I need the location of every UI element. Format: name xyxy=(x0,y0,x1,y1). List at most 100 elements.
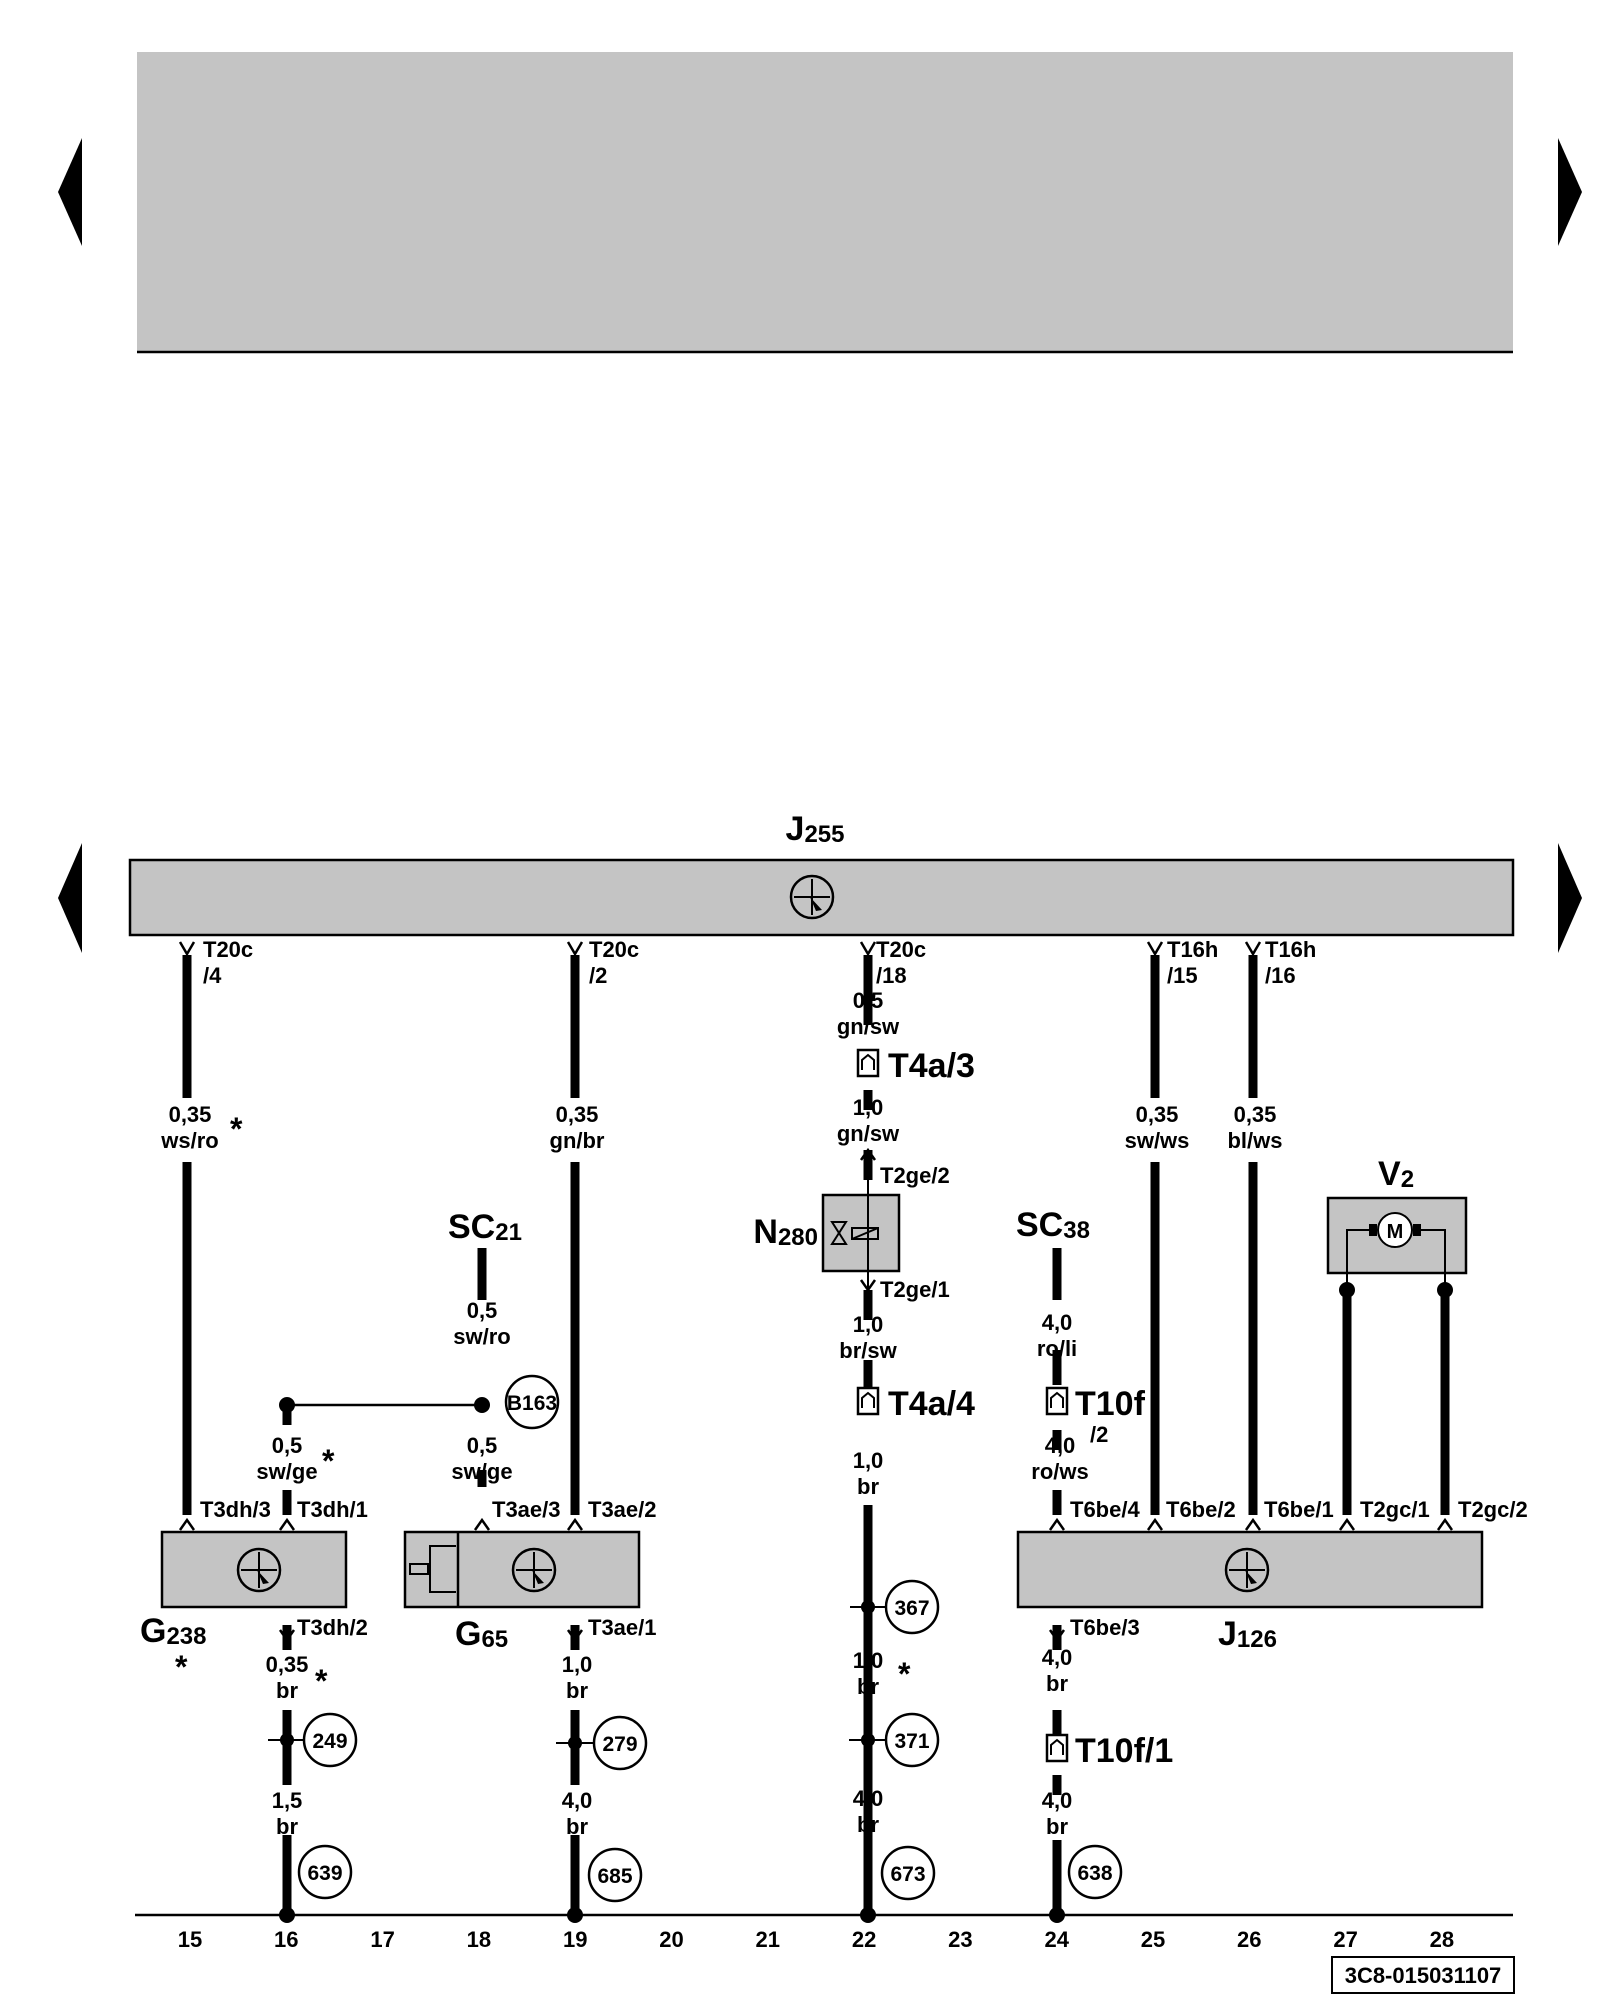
component-n280: T2ge/2 N280 T2ge/1 xyxy=(753,1163,949,1302)
svg-text:0,5: 0,5 xyxy=(272,1433,303,1458)
grid-number: 24 xyxy=(1044,1927,1069,1952)
svg-text:638: 638 xyxy=(1077,1862,1112,1885)
svg-text:ro/li: ro/li xyxy=(1037,1336,1077,1361)
svg-text:685: 685 xyxy=(597,1865,632,1888)
svg-text:T6be/1: T6be/1 xyxy=(1264,1497,1334,1522)
connector-t20c-4: T20c xyxy=(203,937,253,962)
svg-text:br: br xyxy=(566,1678,588,1703)
connector-t4a-4: T4a/4 xyxy=(888,1385,975,1423)
grid-number: 26 xyxy=(1237,1927,1261,1952)
svg-text:0,5: 0,5 xyxy=(467,1298,498,1323)
svg-text:T3ae/1: T3ae/1 xyxy=(588,1615,657,1640)
wires xyxy=(182,955,1450,1915)
svg-text:T3dh/3: T3dh/3 xyxy=(200,1497,271,1522)
prev-section-arrow-icon[interactable] xyxy=(58,843,82,953)
svg-text:T3dh/2: T3dh/2 xyxy=(297,1615,368,1640)
motor-symbol-icon: M xyxy=(1387,1221,1404,1243)
grid-number: 28 xyxy=(1430,1927,1454,1952)
next-section-arrow-icon[interactable] xyxy=(1558,843,1582,953)
svg-text:T2gc/2: T2gc/2 xyxy=(1458,1497,1528,1522)
component-g238: T3dh/3 T3dh/1 G238 * T3dh/2 xyxy=(140,1497,368,1685)
grid-number: 19 xyxy=(563,1927,587,1952)
grid-number: 15 xyxy=(178,1927,202,1952)
svg-text:4,0: 4,0 xyxy=(1042,1645,1073,1670)
ground-bus xyxy=(135,1907,1513,1923)
svg-text:gn/br: gn/br xyxy=(550,1128,605,1153)
wire-labels: 0,35 ws/ro * 0,35 gn/br 0,5 gn/sw 1,0 gn… xyxy=(160,988,1286,1839)
grid-number: 27 xyxy=(1333,1927,1357,1952)
svg-text:br/sw: br/sw xyxy=(839,1338,897,1363)
svg-text:T6be/2: T6be/2 xyxy=(1166,1497,1236,1522)
svg-text:sw/ge: sw/ge xyxy=(451,1459,512,1484)
connector-t20c-2: T20c xyxy=(589,937,639,962)
svg-text:*: * xyxy=(175,1649,188,1685)
next-page-arrow-icon[interactable] xyxy=(1558,138,1582,246)
svg-text:1,0: 1,0 xyxy=(853,1448,884,1473)
svg-text:sw/ro: sw/ro xyxy=(453,1324,510,1349)
svg-text:/2: /2 xyxy=(589,963,607,988)
svg-text:br: br xyxy=(857,1812,879,1837)
svg-text:T3ae/3: T3ae/3 xyxy=(492,1497,561,1522)
splice-circles: B163 367 249 279 371 639 685 673 638 xyxy=(268,1374,1123,1903)
svg-text:1,0: 1,0 xyxy=(562,1652,593,1677)
svg-text:N280: N280 xyxy=(753,1213,818,1251)
svg-text:/2: /2 xyxy=(1090,1422,1108,1447)
svg-text:1,0: 1,0 xyxy=(853,1095,884,1120)
wire-size: 0,35 xyxy=(169,1102,212,1127)
svg-text:673: 673 xyxy=(890,1863,925,1886)
svg-text:4,0: 4,0 xyxy=(1045,1433,1076,1458)
svg-text:J255: J255 xyxy=(786,810,845,848)
svg-text:T2ge/2: T2ge/2 xyxy=(880,1163,950,1188)
svg-text:gn/sw: gn/sw xyxy=(837,1014,900,1039)
reference-number: 3C8-015031107 xyxy=(1345,1963,1502,1988)
svg-text:br: br xyxy=(1046,1671,1068,1696)
prev-page-arrow-icon[interactable] xyxy=(58,138,82,246)
svg-text:J126: J126 xyxy=(1218,1615,1277,1653)
grid-number: 18 xyxy=(467,1927,491,1952)
svg-text:T2ge/1: T2ge/1 xyxy=(880,1277,950,1302)
fuse-sc21: SC21 xyxy=(448,1208,522,1246)
component-j126: T6be/4 T6be/2 T6be/1 T2gc/1 T2gc/2 J126 … xyxy=(1016,1497,1528,1653)
svg-text:0,35: 0,35 xyxy=(1136,1102,1179,1127)
connector-t16h-16: T16h xyxy=(1265,937,1316,962)
top-panel xyxy=(137,52,1513,354)
svg-text:0,35: 0,35 xyxy=(1234,1102,1277,1127)
svg-text:G65: G65 xyxy=(455,1615,508,1653)
connector-t16h-15: T16h xyxy=(1167,937,1218,962)
svg-text:249: 249 xyxy=(312,1730,347,1753)
svg-text:V2: V2 xyxy=(1378,1155,1414,1193)
svg-text:0,35: 0,35 xyxy=(266,1652,309,1677)
svg-text:*: * xyxy=(322,1443,335,1479)
svg-text:1,0: 1,0 xyxy=(853,1648,884,1673)
svg-text:br: br xyxy=(857,1474,879,1499)
asterisk: * xyxy=(230,1111,243,1147)
svg-text:T3ae/2: T3ae/2 xyxy=(588,1497,657,1522)
svg-text:1,5: 1,5 xyxy=(272,1788,303,1813)
svg-text:T2gc/1: T2gc/1 xyxy=(1360,1497,1430,1522)
svg-text:/18: /18 xyxy=(876,963,907,988)
grid-number: 21 xyxy=(756,1927,780,1952)
svg-text:279: 279 xyxy=(602,1733,637,1756)
svg-text:br: br xyxy=(566,1814,588,1839)
svg-text:371: 371 xyxy=(894,1730,929,1753)
svg-text:G238: G238 xyxy=(140,1612,207,1650)
svg-text:ro/ws: ro/ws xyxy=(1031,1459,1088,1484)
control-unit-j255: J255 xyxy=(128,810,1515,937)
svg-text:T6be/3: T6be/3 xyxy=(1070,1615,1140,1640)
svg-text:br: br xyxy=(857,1674,879,1699)
grid-number: 23 xyxy=(948,1927,972,1952)
j255-connector-labels: T20c /4 T20c /2 T20c /18 T16h /15 T16h /… xyxy=(203,937,1316,988)
grid-number: 16 xyxy=(274,1927,298,1952)
svg-text:br: br xyxy=(1046,1814,1068,1839)
connector-t10f-1: T10f/1 xyxy=(1075,1732,1173,1770)
wire-color: ws/ro xyxy=(160,1128,218,1153)
svg-text:4,0: 4,0 xyxy=(853,1786,884,1811)
svg-text:bl/ws: bl/ws xyxy=(1227,1128,1282,1153)
svg-text:br: br xyxy=(276,1678,298,1703)
svg-text:0,35: 0,35 xyxy=(556,1102,599,1127)
svg-text:sw/ws: sw/ws xyxy=(1125,1128,1190,1153)
grid-number: 22 xyxy=(852,1927,876,1952)
svg-text:1,0: 1,0 xyxy=(853,1312,884,1337)
